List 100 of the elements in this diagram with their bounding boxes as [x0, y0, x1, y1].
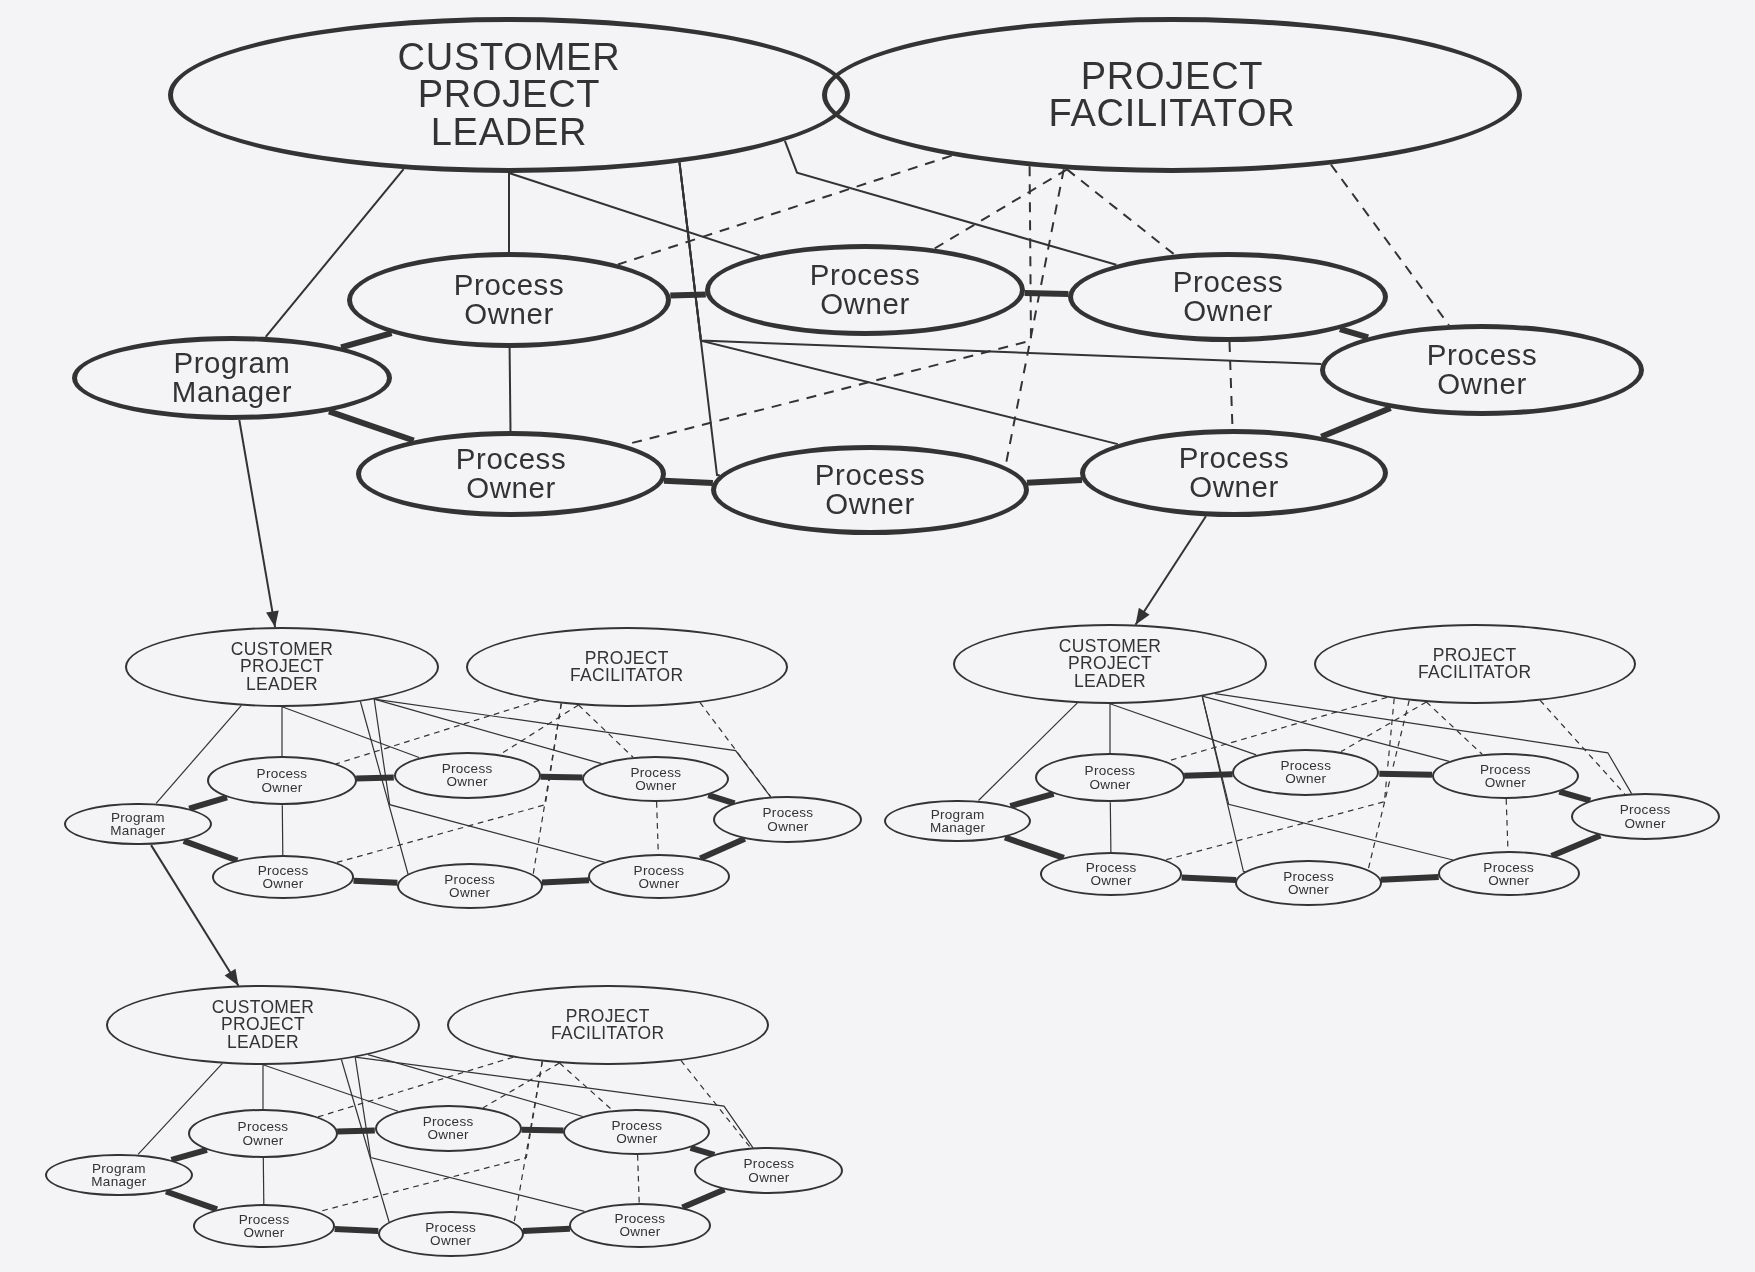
connector-line: [137, 1062, 223, 1155]
role-label: CUSTOMER PROJECT LEADER: [1058, 638, 1162, 690]
role-label: Process Owner: [1178, 444, 1290, 502]
connector-line: [521, 1126, 564, 1134]
connector-line: [165, 1188, 218, 1213]
dashed-line: [577, 704, 634, 758]
connector-line: [1024, 290, 1069, 297]
role-ellipse: [465, 627, 788, 707]
connector-line: [977, 702, 1078, 802]
connector-line: [670, 291, 706, 299]
connector-line: [508, 172, 510, 253]
dashed-line: [1365, 699, 1410, 870]
connector-line: [1550, 832, 1602, 859]
dashed-line: [616, 154, 953, 266]
connector-line: [1380, 874, 1439, 883]
connector-line: [340, 330, 393, 351]
role-label: Process Owner: [1085, 861, 1137, 888]
role-label: Program Manager: [110, 810, 166, 838]
role-label: PROJECT FACILITATOR: [570, 649, 684, 685]
role-label: Process Owner: [611, 1118, 663, 1146]
connector-line: [188, 794, 228, 812]
role-label: CUSTOMER PROJECT LEADER: [397, 39, 621, 151]
role-label: Process Owner: [256, 767, 308, 794]
connector-line: [681, 1186, 726, 1211]
connector-line: [373, 698, 602, 765]
connector-line: [262, 1064, 264, 1110]
connector-line: [1214, 693, 1633, 795]
connector-line: [508, 172, 761, 257]
arrow: [1134, 515, 1207, 626]
connector-line: [1109, 801, 1112, 853]
connector-line: [328, 408, 415, 444]
role-label: Process Owner: [614, 1212, 666, 1239]
role-ellipse: [1313, 624, 1636, 704]
role-ellipse: [168, 17, 850, 173]
connector-line: [281, 804, 284, 856]
role-label: Process Owner: [1283, 869, 1334, 897]
connector-line: [262, 1064, 399, 1112]
role-label: Process Owner: [425, 1221, 477, 1248]
role-label: Process Owner: [633, 863, 685, 891]
role-label: Program Manager: [91, 1161, 147, 1189]
connector-line: [783, 139, 1118, 266]
role-label: CUSTOMER PROJECT LEADER: [211, 999, 315, 1051]
connector-line: [1109, 703, 1111, 754]
connector-line: [373, 698, 606, 863]
connector-line: [1026, 477, 1083, 486]
role-label: Process Owner: [441, 761, 493, 789]
dashed-line: [699, 701, 772, 798]
connector-line: [1201, 695, 1454, 861]
role-label: Process Owner: [444, 872, 496, 900]
connector-line: [541, 877, 590, 886]
connector-line: [334, 1226, 379, 1235]
role-label: Program Manager: [171, 349, 293, 407]
role-label: Process Owner: [453, 271, 565, 329]
connector-line: [1379, 770, 1433, 778]
role-label: Process Owner: [1280, 758, 1332, 786]
connector-line: [1181, 874, 1237, 883]
connector-line: [1201, 695, 1450, 762]
dashed-line: [1164, 697, 1395, 861]
dashed-line: [512, 1060, 543, 1223]
role-label: Process Owner: [257, 864, 309, 891]
role-label: Program Manager: [930, 807, 986, 835]
connector-line: [689, 1144, 716, 1158]
dashed-line: [680, 1059, 752, 1149]
connector-line: [354, 1056, 754, 1149]
connector-line: [663, 477, 714, 486]
connector-line: [359, 700, 409, 876]
role-label: Process Owner: [1426, 341, 1538, 399]
role-label: Process Owner: [238, 1212, 290, 1240]
dashed-line: [637, 1154, 640, 1204]
dashed-line: [1425, 701, 1483, 755]
role-ellipse: [822, 17, 1522, 173]
connector-line: [337, 1127, 375, 1135]
role-ellipse: [125, 627, 439, 707]
role-label: Process Owner: [455, 445, 567, 503]
connector-line: [356, 774, 394, 782]
role-label: Process Owner: [743, 1157, 795, 1184]
connector-line: [281, 706, 283, 757]
role-label: Process Owner: [630, 765, 682, 793]
role-ellipse: [953, 624, 1267, 704]
dashed-line: [531, 702, 562, 875]
role-label: Process Owner: [809, 261, 921, 319]
role-ellipse: [106, 985, 420, 1065]
connector-line: [678, 161, 1119, 446]
connector-line: [1339, 326, 1369, 341]
connector-line: [367, 1054, 584, 1118]
role-label: CUSTOMER PROJECT LEADER: [230, 641, 334, 693]
role-label: PROJECT FACILITATOR: [551, 1007, 665, 1043]
role-label: Process Owner: [814, 461, 926, 519]
connector-line: [264, 168, 405, 338]
connector-line: [699, 836, 746, 862]
connector-line: [707, 792, 736, 807]
connector-line: [540, 773, 583, 781]
arrow: [238, 419, 279, 629]
role-label: Process Owner: [1084, 764, 1136, 791]
dashed-line: [335, 699, 540, 765]
role-label: Process Owner: [422, 1115, 474, 1142]
connector-line: [508, 347, 512, 432]
role-label: Process Owner: [762, 806, 814, 833]
arrow: [150, 844, 240, 987]
connector-line: [1009, 790, 1055, 809]
